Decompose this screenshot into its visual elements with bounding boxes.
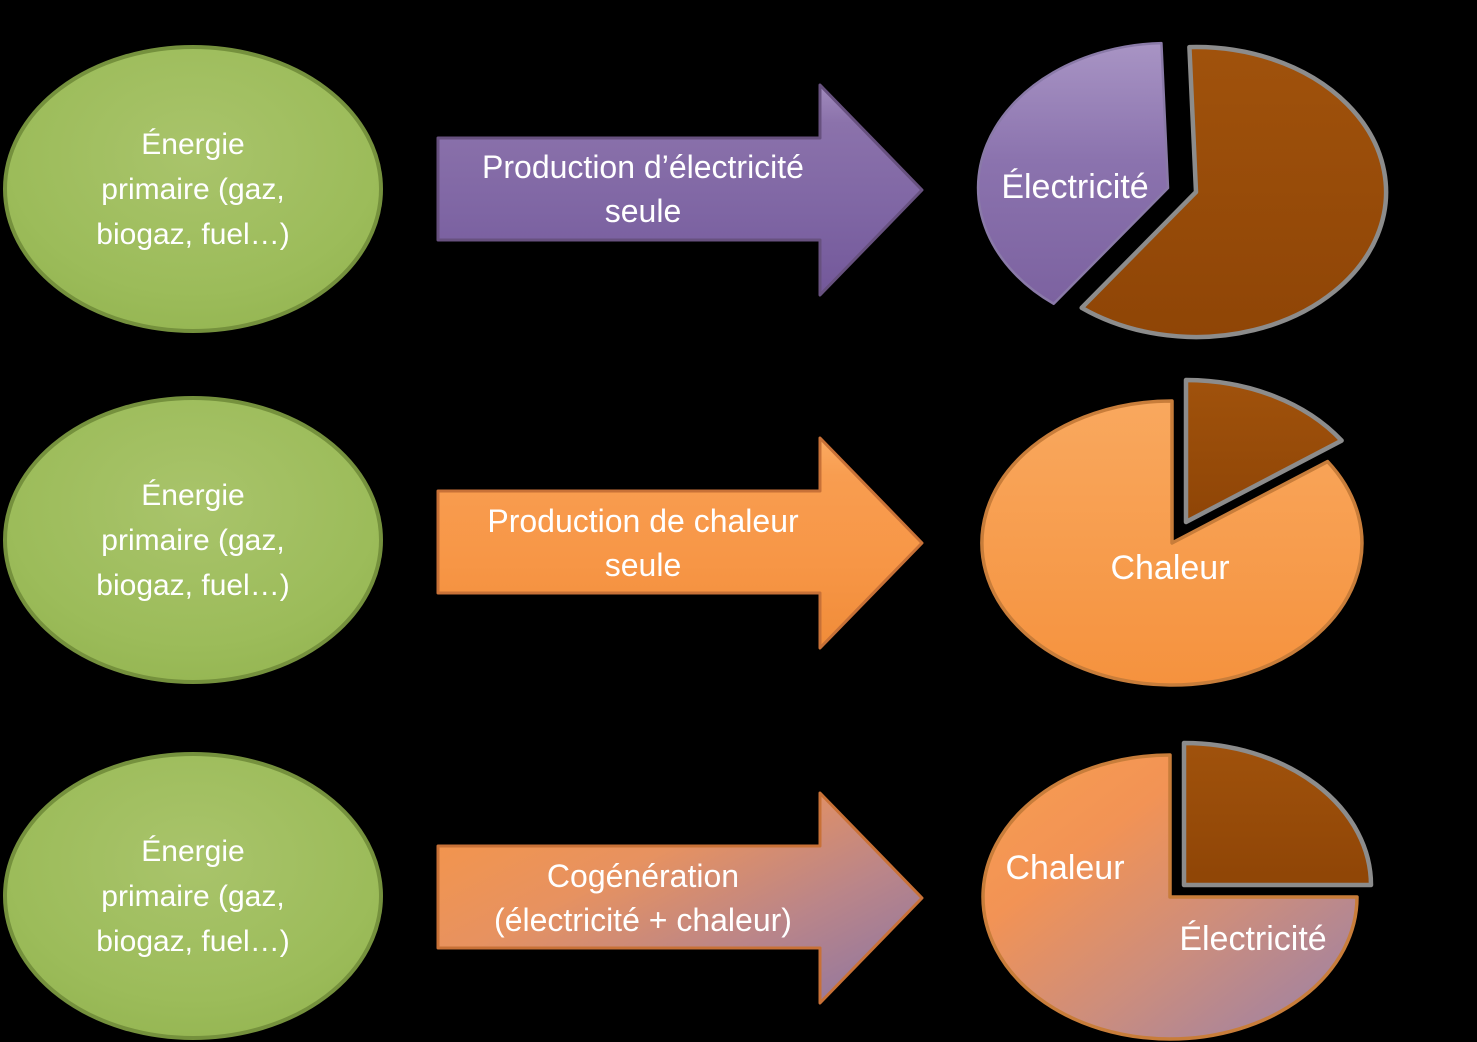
pie-electricite-seule <box>976 41 1389 340</box>
pie-chaleur-seule <box>980 377 1364 687</box>
arrow-chaleur-seule <box>436 436 924 650</box>
pie-slice-Chaleur + Électricité <box>981 753 1359 1041</box>
arrow-cogeneration <box>436 791 924 1005</box>
pie-slice-Électricité <box>976 41 1170 306</box>
pie-slice-Chaleur <box>980 399 1364 687</box>
pie-slice-unlabeled <box>1181 740 1374 888</box>
arrow-shape-gradient <box>436 791 924 1005</box>
source-ellipse-row3 <box>3 752 383 1040</box>
source-ellipse-row1 <box>3 45 383 333</box>
arrow-shape-purple <box>436 83 924 297</box>
arrow-electricite-seule <box>436 83 924 297</box>
arrow-shape-orange <box>436 436 924 650</box>
pie-cogeneration <box>981 740 1374 1041</box>
source-ellipse-row2 <box>3 396 383 684</box>
pie-slice-unlabeled <box>1079 44 1389 340</box>
pie-slice-unlabeled <box>1183 377 1344 525</box>
